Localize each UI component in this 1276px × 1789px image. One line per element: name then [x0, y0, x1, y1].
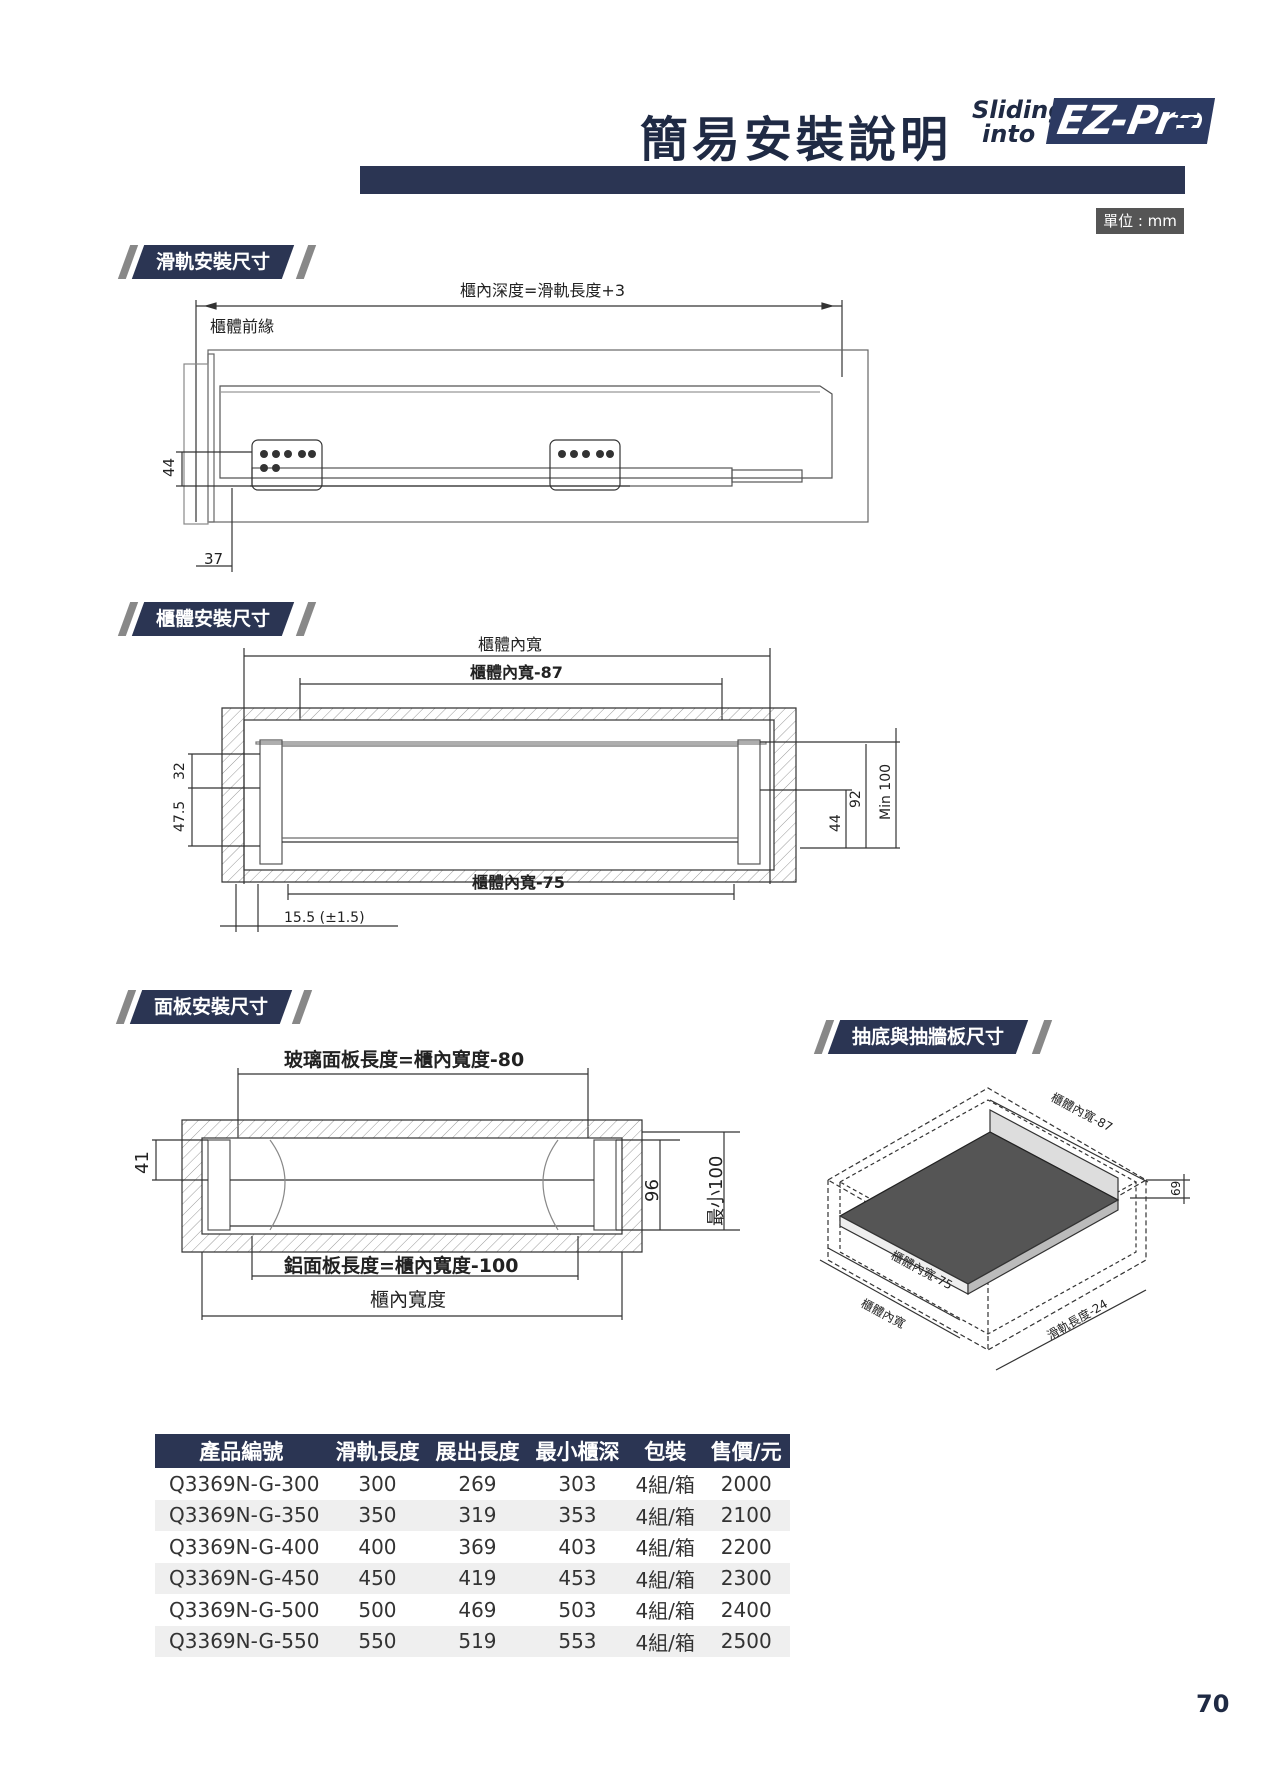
table-row: Q3369N-G-400 400 369 403 4組/箱 2200 — [155, 1531, 790, 1563]
cell-rail-length: 450 — [327, 1562, 428, 1594]
rail-depth-label: 櫃內深度=滑軌長度+3 — [460, 282, 625, 300]
table-row: Q3369N-G-350 350 319 353 4組/箱 2100 — [155, 1499, 790, 1531]
cabinet-inner-minus-75-label: 櫃體內寬-75 — [472, 873, 565, 892]
cell-rail-length: 550 — [327, 1625, 428, 1657]
cell-code: Q3369N-G-450 — [155, 1562, 328, 1594]
panel-dim-41: 41 — [132, 1151, 153, 1174]
section-panel-header: 面板安裝尺寸 — [115, 990, 322, 1024]
section-rail-header: 滑軌安裝尺寸 — [117, 245, 324, 279]
section-cabinet-title: 櫃體安裝尺寸 — [156, 608, 271, 630]
logo-into-text: into — [982, 120, 1036, 148]
cell-min-depth: 503 — [558, 1597, 597, 1622]
cabinet-dim-32: 32 — [172, 762, 188, 780]
cell-package: 4組/箱 — [635, 1599, 695, 1624]
panel-dim-96: 96 — [642, 1179, 663, 1202]
section-rail-title: 滑軌安裝尺寸 — [156, 251, 271, 273]
panel-dim-min100: 最小100 — [706, 1156, 727, 1226]
bottom-dim-69: 69 — [1169, 1181, 1183, 1196]
bottom-rail-minus-24-label: 滑軌長度-24 — [1044, 1296, 1110, 1343]
table-row: Q3369N-G-450 450 419 453 4組/箱 2300 — [155, 1562, 790, 1594]
col-header-extension-length: 展出長度 — [427, 1434, 528, 1468]
cell-package: 4組/箱 — [627, 1625, 703, 1657]
bottom-inner-minus-87-label: 櫃體內寬-87 — [1049, 1089, 1116, 1134]
col-header-price: 售價/元 — [702, 1434, 790, 1468]
cell-min-depth: 303 — [558, 1471, 597, 1496]
cell-extension-length: 369 — [458, 1534, 497, 1559]
cell-extension-length: 469 — [458, 1597, 497, 1622]
cell-extension-length: 269 — [458, 1471, 497, 1496]
cell-package: 4組/箱 — [627, 1562, 703, 1594]
panel-glass-length-label: 玻璃面板長度=櫃內寬度-80 — [284, 1048, 524, 1071]
col-header-code: 產品編號 — [155, 1434, 328, 1468]
table-header-row: 產品編號 滑軌長度 展出長度 最小櫃深 包裝 售價/元 — [155, 1434, 790, 1468]
rail-dim-44: 44 — [160, 458, 178, 477]
cabinet-dim-44: 44 — [828, 814, 844, 832]
panel-install-diagram: 玻璃面板長度=櫃內寬度-80 鋁面板長度=櫃內寬度-100 櫃內寬度 41 96… — [132, 1048, 740, 1320]
page-title: 簡易安裝說明 — [640, 112, 953, 168]
cell-min-depth: 353 — [527, 1499, 628, 1531]
product-spec-table: 產品編號 滑軌長度 展出長度 最小櫃深 包裝 售價/元 Q3369N-G-300… — [155, 1434, 790, 1657]
cell-price: 2300 — [702, 1562, 790, 1594]
cell-price: 2500 — [702, 1625, 790, 1657]
header-divider-bar — [360, 166, 1185, 194]
cell-rail-length: 400 — [358, 1534, 397, 1559]
panel-alu-length-label: 鋁面板長度=櫃內寬度-100 — [284, 1254, 518, 1277]
table-row: Q3369N-G-300 300 269 303 4組/箱 2000 — [155, 1468, 790, 1500]
cell-code: Q3369N-G-550 — [155, 1625, 328, 1657]
col-header-rail-length: 滑軌長度 — [327, 1434, 428, 1468]
cell-code: Q3369N-G-350 — [155, 1499, 328, 1531]
cell-rail-length: 500 — [358, 1597, 397, 1622]
section-panel-title: 面板安裝尺寸 — [154, 996, 269, 1018]
cabinet-install-diagram: 櫃體內寬 櫃體內寬-87 櫃體內寬-75 32 47.5 15.5 (±1.5)… — [172, 635, 900, 932]
cabinet-dim-min100: Min 100 — [878, 764, 894, 820]
cell-extension-length: 419 — [427, 1562, 528, 1594]
cabinet-dim-92: 92 — [848, 790, 864, 808]
cell-rail-length: 350 — [327, 1499, 428, 1531]
cell-extension-length: 519 — [427, 1625, 528, 1657]
panel-inner-width-label: 櫃內寬度 — [370, 1289, 446, 1311]
cabinet-inner-width-label: 櫃體內寬 — [478, 635, 542, 654]
cell-package: 4組/箱 — [635, 1536, 695, 1561]
cell-package: 4組/箱 — [627, 1499, 703, 1531]
cell-price: 2000 — [720, 1471, 772, 1496]
logo-bars-icon — [1174, 98, 1200, 144]
cell-min-depth: 403 — [558, 1534, 597, 1559]
rail-install-diagram: 櫃內深度=滑軌長度+3 櫃體前緣 44 37 — [160, 282, 869, 572]
drawer-bottom-diagram: 櫃體內寬-87 櫃體內寬-75 櫃體內寬 滑軌長度-24 69 — [819, 1087, 1190, 1371]
table-row: Q3369N-G-500 500 469 503 4組/箱 2400 — [155, 1594, 790, 1626]
cell-price: 2100 — [702, 1499, 790, 1531]
table-row: Q3369N-G-550 550 519 553 4組/箱 2500 — [155, 1625, 790, 1657]
rail-front-edge-label: 櫃體前緣 — [210, 317, 274, 336]
section-bottom-title: 抽底與抽牆板尺寸 — [852, 1026, 1005, 1048]
cabinet-dim-47-5: 47.5 — [172, 801, 188, 832]
cell-min-depth: 553 — [527, 1625, 628, 1657]
cell-package: 4組/箱 — [635, 1473, 695, 1498]
cell-code: Q3369N-G-300 — [169, 1471, 320, 1496]
cell-min-depth: 453 — [527, 1562, 628, 1594]
col-header-min-depth: 最小櫃深 — [527, 1434, 628, 1468]
cell-rail-length: 300 — [358, 1471, 397, 1496]
page-number: 70 — [1196, 1690, 1230, 1718]
cell-code: Q3369N-G-400 — [169, 1534, 320, 1559]
cabinet-inner-minus-87-label: 櫃體內寬-87 — [470, 663, 563, 682]
rail-dim-37: 37 — [204, 550, 223, 568]
col-header-package: 包裝 — [627, 1434, 703, 1468]
section-bottom-header: 抽底與抽牆板尺寸 — [813, 1020, 1060, 1054]
cell-price: 2400 — [720, 1597, 772, 1622]
section-cabinet-header: 櫃體安裝尺寸 — [117, 602, 324, 636]
cell-code: Q3369N-G-500 — [169, 1597, 320, 1622]
cell-price: 2200 — [720, 1534, 772, 1559]
unit-badge: 單位 : mm — [1096, 208, 1184, 234]
cabinet-dim-15-5: 15.5 (±1.5) — [284, 910, 365, 926]
cell-extension-length: 319 — [427, 1499, 528, 1531]
